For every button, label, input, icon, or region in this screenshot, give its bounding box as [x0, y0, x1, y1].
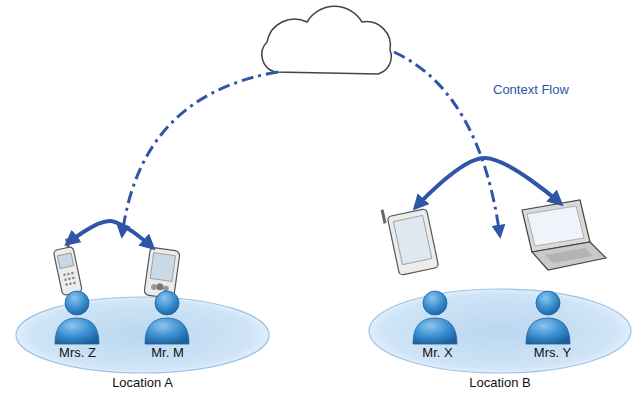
person-head	[423, 291, 447, 315]
person-name: Mrs. Y	[501, 345, 604, 360]
person-body	[55, 318, 99, 344]
location-area: Location BMr. XMrs. Y	[368, 288, 632, 374]
location-ellipse	[368, 288, 632, 374]
location-ellipse	[369, 289, 631, 373]
person-body	[413, 318, 457, 344]
cloud-link-line	[122, 72, 278, 236]
person-icon	[130, 247, 205, 360]
context-flow-arrow	[68, 221, 152, 247]
person-body	[145, 318, 189, 344]
person-head	[536, 291, 560, 315]
mobile-phone	[51, 238, 82, 296]
person-name: Mr. X	[391, 345, 484, 360]
location-label: Location A	[15, 375, 270, 390]
person-node: Mr. M	[126, 247, 209, 360]
person-head	[65, 291, 89, 315]
pda-device	[144, 247, 180, 299]
flow-annotation: Context Flow	[493, 82, 569, 97]
location-area: Location AMrs. ZMr. M	[15, 296, 270, 374]
cloud-link-line	[394, 52, 500, 236]
person-icon	[40, 243, 115, 360]
person-name: Mr. M	[126, 345, 209, 360]
context-flow-arrow	[416, 158, 560, 207]
person-node: Mrs. Y	[501, 203, 604, 360]
person-name: Mrs. Z	[36, 345, 119, 360]
person-head	[155, 291, 179, 315]
laptop-device	[522, 200, 606, 270]
person-body	[526, 318, 570, 344]
tablet-device	[381, 201, 439, 277]
cloud	[262, 6, 391, 74]
person-icon	[395, 207, 480, 360]
person-node: Mrs. Z	[36, 243, 119, 360]
location-label: Location B	[368, 375, 632, 390]
person-icon	[505, 203, 600, 360]
person-node: Mr. X	[391, 207, 484, 360]
location-ellipse	[15, 296, 270, 374]
location-ellipse	[16, 297, 269, 373]
